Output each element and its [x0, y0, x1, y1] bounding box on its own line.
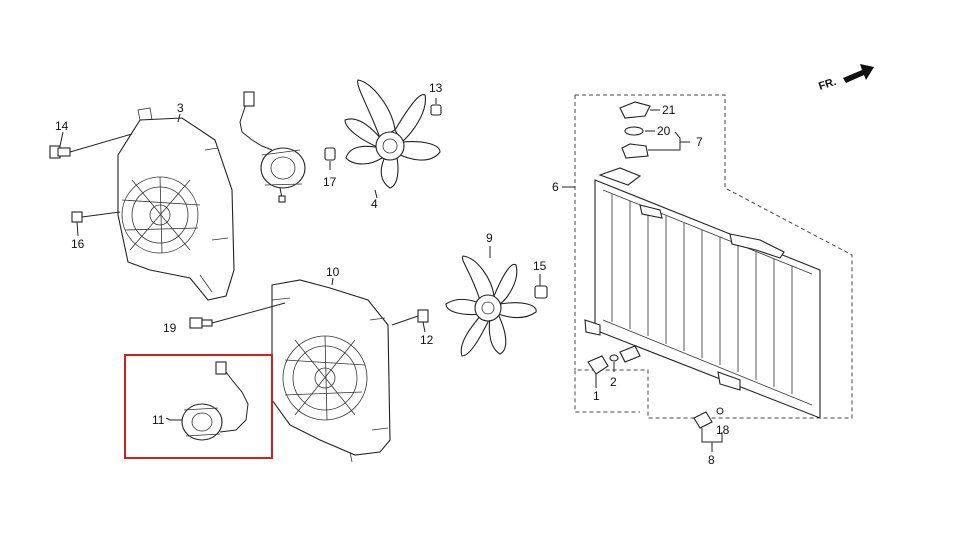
callout-10: 10 [326, 265, 340, 279]
bolt-16 [71, 211, 121, 237]
front-label: FR. [817, 76, 838, 93]
callout-21: 21 [662, 103, 676, 117]
leader-lines [165, 113, 541, 421]
callout-16: 16 [71, 237, 85, 251]
callout-3: 3 [177, 101, 184, 115]
callout-14: 14 [55, 119, 69, 133]
bolt-14 [49, 131, 133, 159]
callout-13: 13 [429, 81, 443, 95]
callout-4: 4 [371, 197, 378, 211]
nut-17 [324, 147, 336, 170]
front-direction-indicator: FR. [817, 64, 874, 93]
cooling-fan-4 [344, 79, 441, 189]
radiator-fins [611, 194, 793, 394]
highlight-box [124, 354, 273, 459]
callout-19: 19 [163, 321, 177, 335]
callout-9: 9 [486, 231, 493, 245]
callout-11: 11 [152, 413, 165, 427]
callout-17: 17 [323, 175, 337, 189]
sensor-8 [693, 407, 724, 452]
callout-8: 8 [708, 453, 715, 467]
callout-1: 1 [593, 389, 600, 403]
callout-12: 12 [420, 333, 434, 347]
callout-labels: 3 14 16 13 17 4 9 15 10 19 12 11 6 21 20… [55, 81, 730, 467]
fan-shroud-upper [117, 107, 235, 301]
callout-18: 18 [716, 423, 730, 437]
callout-20: 20 [657, 124, 671, 138]
drain-plug [587, 354, 619, 388]
bolt-12 [391, 309, 429, 333]
callout-2: 2 [610, 375, 617, 389]
nut-13 [430, 98, 442, 116]
callout-6: 6 [552, 180, 559, 194]
cooling-fan-9 [445, 255, 537, 357]
bolt-19 [189, 302, 286, 329]
fan-shroud-center [271, 279, 391, 463]
fan-motor-upper [239, 91, 306, 203]
fan-motor-11 [170, 361, 249, 441]
radiator [574, 94, 853, 419]
radiator-cap-parts [619, 101, 690, 159]
nut-15 [534, 285, 548, 299]
callout-15: 15 [533, 259, 547, 273]
front-arrow-icon [843, 64, 874, 83]
callout-7: 7 [696, 135, 703, 149]
